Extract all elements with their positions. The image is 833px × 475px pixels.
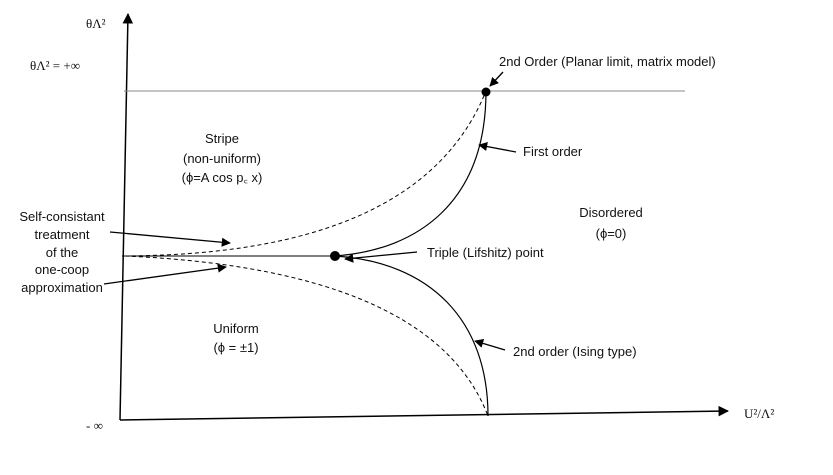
triple-point-label: Triple (Lifshitz) point	[427, 245, 544, 260]
ising-arrow	[474, 338, 506, 351]
first-order-curve	[334, 90, 487, 257]
y-axis	[119, 12, 134, 421]
self-consistent-arrow-upper	[109, 231, 231, 247]
y-axis-label: θΛ²	[86, 16, 106, 31]
planar-limit-point	[481, 87, 491, 97]
second-order-planar-label: 2nd Order (Planar limit, matrix model)	[499, 54, 716, 69]
ising-curve	[334, 255, 489, 417]
disordered-region-label: Disordered (ϕ=0)	[579, 205, 643, 241]
svg-text:treatment: treatment	[35, 227, 90, 242]
triple-arrow	[344, 251, 418, 263]
svg-text:(ϕ = ±1): (ϕ = ±1)	[213, 340, 258, 355]
svg-text:Stripe: Stripe	[205, 131, 239, 146]
self-consistent-label: Self-consistant treatment of the one-coo…	[19, 209, 105, 295]
dashed-lower-curve	[124, 255, 489, 417]
svg-text:(ϕ=0): (ϕ=0)	[596, 226, 627, 241]
svg-text:(ϕ=A cos p꜀ x): (ϕ=A cos p꜀ x)	[182, 170, 263, 185]
y-top-label: θΛ² = +∞	[30, 58, 80, 73]
triple-point	[330, 251, 340, 261]
svg-text:of the: of the	[46, 245, 79, 260]
y-bottom-label: - ∞	[86, 418, 103, 433]
x-axis-label: U²/Λ²	[744, 406, 774, 421]
svg-text:Uniform: Uniform	[213, 321, 259, 336]
first-order-label: First order	[523, 144, 583, 159]
uniform-region-label: Uniform (ϕ = ±1)	[213, 321, 259, 355]
svg-text:one-coop: one-coop	[35, 262, 89, 277]
first-order-arrow	[478, 142, 517, 153]
svg-text:approximation: approximation	[21, 280, 103, 295]
x-axis	[119, 405, 730, 421]
svg-text:Disordered: Disordered	[579, 205, 643, 220]
svg-text:(non-uniform): (non-uniform)	[183, 151, 261, 166]
second-order-ising-label: 2nd order (Ising type)	[513, 344, 637, 359]
dashed-upper-curve	[124, 90, 487, 257]
stripe-region-label: Stripe (non-uniform) (ϕ=A cos p꜀ x)	[182, 131, 263, 185]
svg-text:Self-consistant: Self-consistant	[19, 209, 105, 224]
planar-arrow	[489, 71, 504, 87]
self-consistent-arrow-lower	[103, 263, 227, 285]
